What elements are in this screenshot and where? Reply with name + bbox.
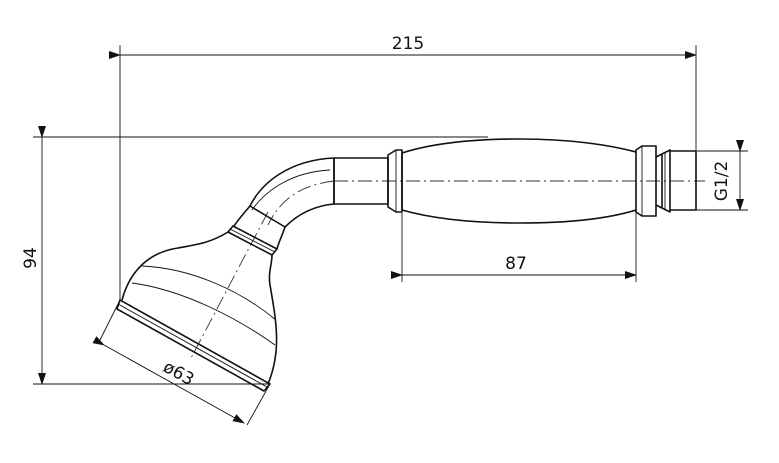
shower-head — [116, 205, 286, 392]
head-diameter-label: ø63 — [160, 357, 198, 390]
dimension-thread: G1/2 — [712, 140, 744, 211]
handle-length-label: 87 — [505, 254, 527, 274]
curved-arm — [249, 149, 403, 228]
center-lines — [189, 180, 705, 361]
connector-nut — [635, 145, 697, 217]
overall-height-label: 94 — [21, 247, 41, 269]
dimension-handle-length: 87 — [391, 254, 637, 279]
dimension-overall-length: 215 — [109, 34, 697, 59]
overall-length-label: 215 — [392, 34, 424, 54]
dimension-overall-height: 94 — [21, 126, 46, 385]
thread-size-label: G1/2 — [712, 161, 732, 202]
dimension-head-diameter: ø63 — [92, 299, 271, 426]
